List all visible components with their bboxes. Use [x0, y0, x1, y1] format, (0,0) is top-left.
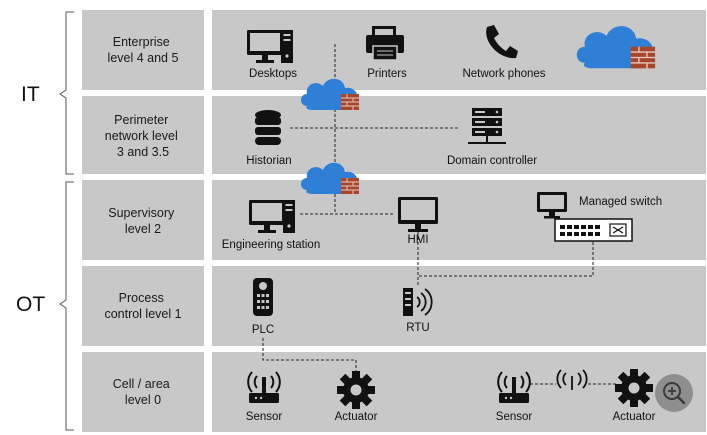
actuator-left-icon — [337, 371, 375, 409]
ot-group-label: OT — [16, 293, 45, 316]
level-cell-label: Cell / area level 0 — [113, 377, 173, 407]
desktops-label: Desktops — [249, 68, 297, 80]
rtu-icon — [403, 288, 433, 316]
historian-icon — [255, 110, 281, 145]
zoom-button[interactable] — [655, 374, 693, 412]
zoom-in-icon — [663, 382, 686, 405]
network-phones-label: Network phones — [462, 68, 545, 80]
ot-bracket — [59, 181, 74, 431]
server-icon — [468, 108, 506, 144]
actuator-right-label: Actuator — [613, 411, 656, 423]
engineering-station-label: Engineering station — [222, 239, 320, 251]
historian-label: Historian — [246, 155, 291, 167]
level-supervisory-label: Supervisory level 2 — [108, 206, 177, 236]
printer-icon — [366, 26, 404, 61]
it-bracket — [59, 11, 74, 175]
actuator-left-label: Actuator — [335, 411, 378, 423]
managed-switch-monitor-icon — [537, 192, 567, 219]
domain-controller-label: Domain controller — [447, 155, 537, 167]
sensor-left-label: Sensor — [246, 411, 283, 423]
level-process-label: Process control level 1 — [104, 291, 181, 321]
managed-switch-label: Managed switch — [579, 196, 662, 208]
hmi-icon — [398, 197, 438, 232]
phone-icon — [486, 25, 518, 59]
it-group-label: IT — [21, 83, 40, 106]
plc-icon — [253, 278, 273, 316]
printers-label: Printers — [367, 68, 407, 80]
hmi-label: HMI — [407, 234, 428, 246]
actuator-right-icon — [615, 369, 653, 407]
wireless-signal-icon — [556, 369, 588, 390]
level-enterprise-label: Enterprise level 4 and 5 — [108, 35, 179, 65]
sensor-right-label: Sensor — [496, 411, 533, 423]
plc-label: PLC — [252, 324, 274, 336]
rtu-label: RTU — [406, 322, 429, 334]
switch-icon — [554, 218, 633, 242]
level-perimeter-label: Perimeter network level 3 and 3.5 — [105, 113, 181, 159]
